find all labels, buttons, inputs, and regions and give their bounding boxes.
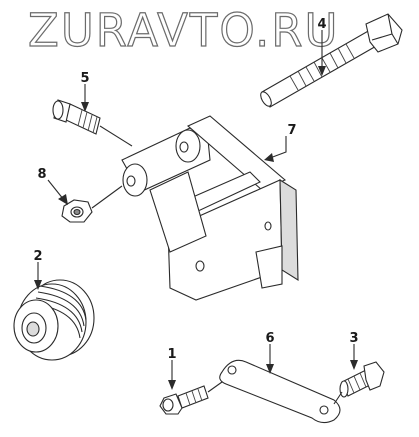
part-2-pulley [13,279,95,361]
part-1-small-bolt [159,381,223,415]
callout-3: 3 [349,331,358,346]
part-7-bracket [121,115,299,301]
part-6-link-plate [219,359,341,424]
callout-7: 7 [287,123,296,138]
callout-1: 1 [167,347,176,362]
callout-6: 6 [265,331,274,346]
bolt-threads [289,43,355,91]
part-3-bolt [333,361,385,405]
callout-8: 8 [37,167,46,182]
callout-2: 2 [33,249,42,264]
part-8-flange-nut [61,185,123,223]
watermark-text: ZURAVTO.RU [28,4,340,57]
leader-lines [34,30,358,390]
callout-4: 4 [317,17,326,32]
part-5-short-bolt [52,99,133,147]
callout-5: 5 [80,71,89,86]
